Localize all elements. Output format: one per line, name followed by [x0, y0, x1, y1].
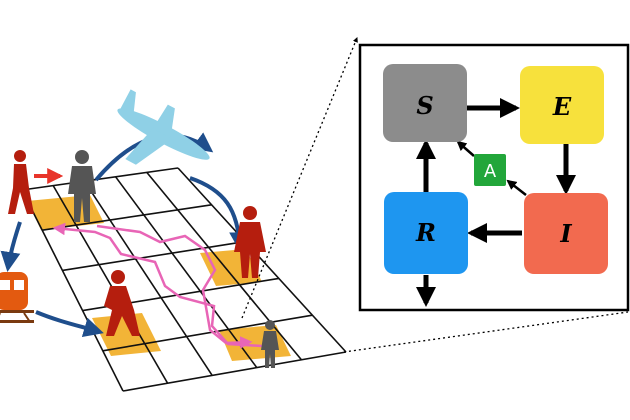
compartment-r: R — [384, 192, 468, 274]
person-walking-icon — [8, 150, 34, 214]
grid-line — [177, 167, 347, 353]
person-walking-icon — [104, 270, 140, 336]
compartment-e-label: E — [552, 92, 572, 121]
grid-line — [83, 180, 213, 376]
movement-path — [52, 222, 263, 348]
compartment-a: A — [474, 154, 506, 186]
compartment-e: E — [520, 66, 604, 144]
grid-line — [114, 176, 258, 369]
arrow-i-to-a — [506, 179, 527, 196]
person-standing-icon — [261, 320, 279, 368]
compartment-s-label: S — [416, 91, 433, 120]
grid-line — [21, 167, 179, 191]
grid-line — [42, 204, 212, 231]
arrow-a-to-s — [456, 140, 475, 157]
person-standing-icon — [68, 150, 96, 222]
compartment-r-label: R — [415, 218, 436, 247]
travel-arrow — [35, 310, 104, 337]
person-standing-icon — [234, 206, 266, 278]
grid-line — [52, 185, 169, 384]
travel-arrow — [0, 221, 22, 272]
zoom-line — [241, 37, 358, 319]
zoom-line — [343, 311, 629, 353]
grid-line — [21, 189, 124, 392]
grid-line — [122, 351, 347, 392]
grid-line — [62, 240, 246, 272]
highlight-cell — [27, 195, 104, 230]
grid-line — [146, 171, 303, 361]
movement-path — [96, 224, 253, 349]
spatial-grid-scene — [0, 89, 347, 392]
grid-line — [102, 314, 313, 352]
compartment-model: S E I R A — [358, 43, 630, 312]
compartment-a-label: A — [484, 161, 497, 182]
compartment-i: I — [524, 193, 608, 274]
compartment-s: S — [383, 64, 467, 142]
airplane-icon — [117, 89, 210, 165]
train-icon — [0, 272, 34, 323]
compartment-i-label: I — [559, 219, 572, 248]
